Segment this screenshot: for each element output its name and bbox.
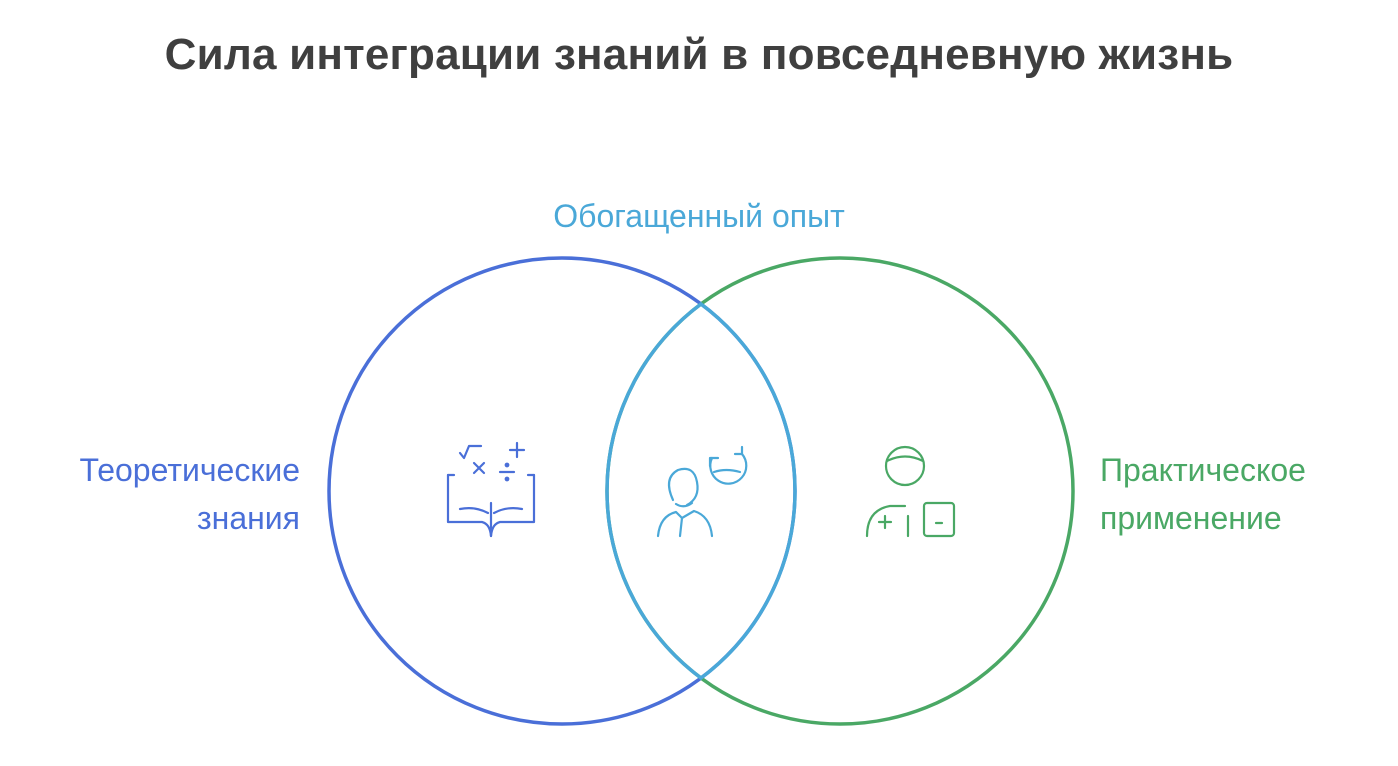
- left-set-label: Теоретические знания: [0, 446, 300, 542]
- left-set-label-line-2: знания: [196, 500, 300, 536]
- book-math-icon: [446, 441, 536, 538]
- intersection-label-text: Обогащенный опыт: [553, 198, 845, 234]
- right-set-label: Практическое применение: [1100, 446, 1390, 542]
- right-set-label-line-2: применение: [1100, 500, 1282, 536]
- person-tablet-icon: [865, 445, 956, 538]
- right-set-circle: [605, 256, 1075, 726]
- left-set-label-line-1: Теоретические: [79, 452, 300, 488]
- left-set-circle: [327, 256, 797, 726]
- diagram-title: Сила интеграции знаний в повседневную жи…: [164, 30, 1234, 79]
- intersection-label: Обогащенный опыт: [0, 192, 1398, 240]
- right-set-label-line-1: Практическое: [1100, 452, 1306, 488]
- intersection-lens: [605, 301, 797, 681]
- person-rotate-icon: [656, 445, 748, 538]
